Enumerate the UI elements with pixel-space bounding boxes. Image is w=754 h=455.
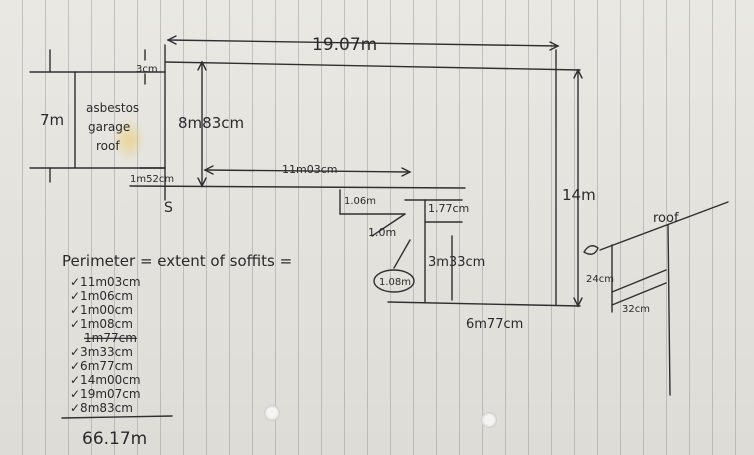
perimeter-item: ✓11m03cm <box>70 275 141 289</box>
small-top-label: 3cm <box>136 64 158 75</box>
perimeter-item-struck: 1m77cm <box>84 331 137 345</box>
perimeter-item: ✓6m77cm <box>70 359 133 373</box>
punch-hole-right <box>481 412 497 428</box>
punch-hole-left <box>264 405 280 421</box>
leader-line <box>393 239 411 269</box>
detail-soffit <box>611 269 667 293</box>
detail-wall <box>667 224 671 396</box>
dim-106-label: 1.06m <box>344 196 376 207</box>
mid-width-line <box>204 169 411 173</box>
gutter-icon <box>583 245 599 255</box>
arrowhead <box>203 165 214 175</box>
garage-label-line-1: asbestos <box>86 101 139 115</box>
bottom-width-label: 6m77cm <box>466 317 523 332</box>
perimeter-item: ✓3m33cm <box>70 345 133 359</box>
inner-height-label: 8m83cm <box>178 114 244 132</box>
arrowhead <box>197 60 207 71</box>
perimeter-item: ✓19m07cm <box>70 387 141 401</box>
dim-24-label: 24cm <box>586 274 614 285</box>
perimeter-heading: Perimeter = extent of soffits = <box>62 252 292 270</box>
perimeter-item: ✓14m00cm <box>70 373 141 387</box>
top-width-label: 19.07m <box>312 35 377 55</box>
dim-10-label: 1.0m <box>368 226 396 239</box>
arrowhead <box>401 167 412 177</box>
dim-333-label: 3m33cm <box>428 255 485 270</box>
arrowhead <box>573 68 583 79</box>
perimeter-item: ✓1m06cm <box>70 289 133 303</box>
garage-label-line-2: garage <box>88 120 130 134</box>
dim-108-label: 1.08m <box>379 277 411 288</box>
circled-dimension <box>373 269 415 293</box>
right-height-label: 14m <box>562 186 596 204</box>
left-height-label: 7m <box>40 111 64 129</box>
detail-soffit <box>611 282 667 306</box>
step-label: 1m52cm <box>130 174 174 185</box>
perimeter-total: 66.17m <box>82 429 147 449</box>
roof-line <box>599 201 729 251</box>
mid-edge <box>129 185 466 189</box>
perimeter-item: ✓1m08cm <box>70 317 133 331</box>
highlight-stain <box>112 118 146 162</box>
arrowhead <box>549 41 560 51</box>
total-underline <box>61 415 173 419</box>
dim-177-label: 1.77cm <box>428 202 469 215</box>
s-label: S <box>164 200 173 216</box>
arrowhead <box>166 35 177 45</box>
dim-32-label: 32cm <box>622 304 650 315</box>
mid-width-label: 11m03cm <box>282 163 337 176</box>
perimeter-item: ✓1m00cm <box>70 303 133 317</box>
diagonal-edge <box>371 213 406 237</box>
roof-label: roof <box>653 211 679 226</box>
garage-label-line-3: roof <box>96 139 120 153</box>
bottom-edge <box>387 301 581 307</box>
top-edge <box>164 61 581 71</box>
perimeter-item: ✓8m83cm <box>70 401 133 415</box>
top-width-dimension-line <box>167 39 559 47</box>
